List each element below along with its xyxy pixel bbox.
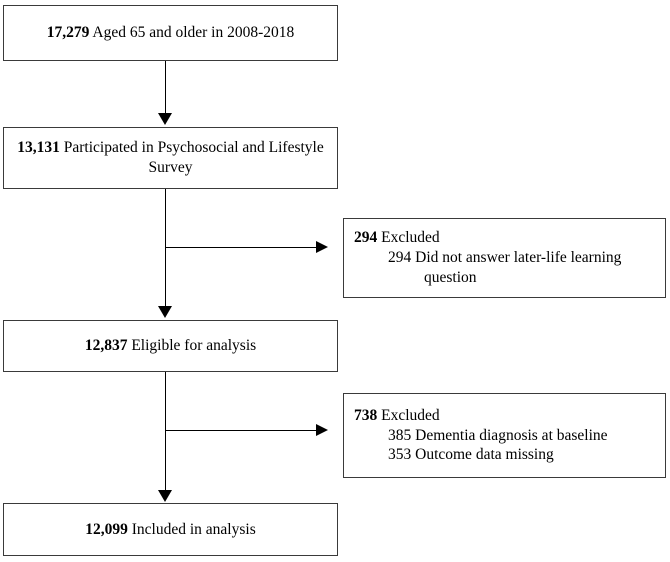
node-enrolled: 17,279 Aged 65 and older in 2008-2018 [3,5,338,61]
node-exclusion-1-text: 294 Excluded 294 Did not answer later-li… [344,228,670,287]
exclusion-1-label: Excluded [381,229,440,247]
arrowhead-right-2 [316,424,328,436]
node-participated-count: 13,131 [17,139,60,157]
node-participated-text: 13,131 Participated in Psychosocial and … [0,138,347,178]
exclusion-1-reason-0: 294 Did not answer later-life learning q… [388,248,670,288]
node-eligible: 12,837 Eligible for analysis [3,320,338,372]
node-exclusion-2: 738 Excluded 385 Dementia diagnosis at b… [343,393,666,478]
node-included-count: 12,099 [85,520,128,538]
node-enrolled-text: 17,279 Aged 65 and older in 2008-2018 [0,23,347,43]
node-included-label: Included in analysis [131,520,256,538]
exclusion-2-reason-1-text: Outcome data missing [415,446,554,464]
node-included-text: 12,099 Included in analysis [0,520,347,540]
node-enrolled-label: Aged 65 and older in 2008-2018 [92,24,295,42]
node-eligible-text: 12,837 Eligible for analysis [0,336,347,356]
exclusion-2-header: 738 Excluded [354,406,670,426]
exclusion-1-header: 294 Excluded [354,228,670,248]
connector-enrolled-to-participated [165,61,166,114]
exclusion-1-reason-0-count: 294 [388,249,412,267]
arrowhead-down-2 [158,306,172,318]
exclusion-2-reason-1: 353 Outcome data missing [388,445,670,465]
exclusion-2-reason-0: 385 Dementia diagnosis at baseline [388,426,670,446]
node-enrolled-count: 17,279 [46,24,90,42]
node-eligible-label: Eligible for analysis [131,337,257,355]
connector-eligible-to-included [165,372,166,491]
exclusion-2-reason-1-count: 353 [388,446,412,464]
exclusion-2-count: 738 [354,406,378,424]
node-exclusion-1: 294 Excluded 294 Did not answer later-li… [343,218,666,298]
node-participated-label: Participated in Psychosocial and Lifesty… [63,139,324,176]
connector-participated-to-eligible [165,189,166,307]
arrowhead-right-1 [316,241,328,253]
exclusion-2-reason-0-text: Dementia diagnosis at baseline [415,426,608,444]
node-included: 12,099 Included in analysis [3,503,338,556]
exclusion-1-reason-0-text: Did not answer later-life learning quest… [415,249,622,286]
exclusion-2-reason-0-count: 385 [388,426,412,444]
connector-branch-exclusion-2 [165,430,317,431]
arrowhead-down-1 [158,113,172,125]
node-eligible-count: 12,837 [84,337,128,355]
connector-branch-exclusion-1 [165,247,317,248]
exclusion-2-label: Excluded [381,406,440,424]
node-participated: 13,131 Participated in Psychosocial and … [3,127,338,189]
arrowhead-down-3 [158,490,172,502]
exclusion-1-count: 294 [354,229,378,247]
node-exclusion-2-text: 738 Excluded 385 Dementia diagnosis at b… [344,406,670,465]
